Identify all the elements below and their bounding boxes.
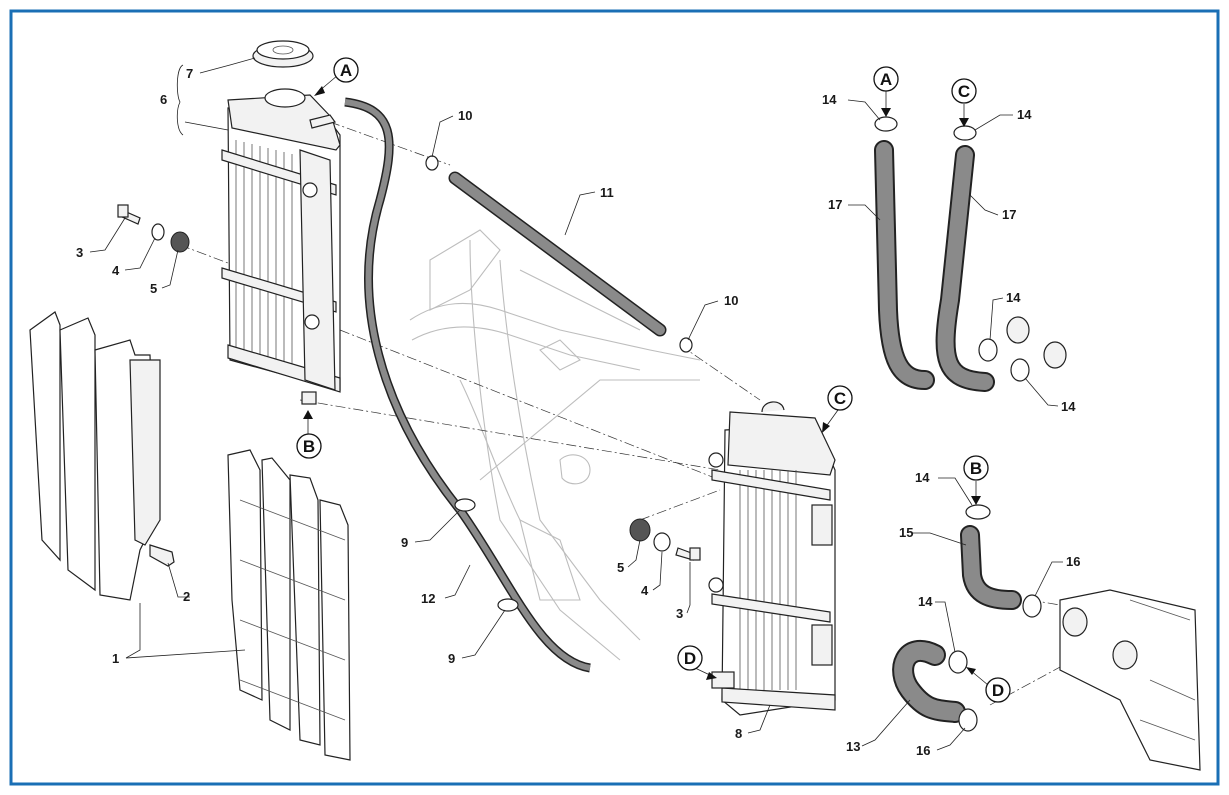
callout-16-upper: 16 xyxy=(1066,554,1080,569)
callout-14-b: 14 xyxy=(915,470,930,485)
grommet-5-right xyxy=(629,518,651,542)
clamp-16-upper xyxy=(1022,594,1042,618)
svg-text:C: C xyxy=(834,389,846,408)
marker-a-radiator: A xyxy=(333,57,359,83)
diagram-border xyxy=(9,9,1220,786)
clamp-14-b xyxy=(965,504,991,520)
marker-b-hose: B xyxy=(963,455,989,481)
clamp-16-lower xyxy=(958,708,978,732)
callout-2: 2 xyxy=(183,589,190,604)
callout-7: 7 xyxy=(186,66,193,81)
marker-b-radiator: B xyxy=(296,433,322,459)
svg-text:C: C xyxy=(958,82,970,101)
clamp-14-a xyxy=(874,116,898,132)
clamp-14-d xyxy=(948,650,968,674)
washer-4-left xyxy=(151,223,165,241)
bolt-3-right xyxy=(675,547,701,561)
callout-labels: 7 6 3 4 5 2 1 10 11 10 9 12 9 5 4 3 8 14… xyxy=(76,66,1080,758)
washer-4-right xyxy=(653,532,671,552)
callout-4-right: 4 xyxy=(641,583,649,598)
bolt-3-left xyxy=(117,204,141,225)
svg-text:D: D xyxy=(684,649,696,668)
svg-text:B: B xyxy=(970,459,982,478)
callout-10-lower: 10 xyxy=(724,293,738,308)
callout-16-lower: 16 xyxy=(916,743,930,758)
leader-lines xyxy=(89,57,1063,751)
screw-2 xyxy=(149,544,175,567)
clamp-14-mid-lower xyxy=(1010,358,1030,382)
fitting-stubs-upper xyxy=(1006,316,1067,369)
radiator-shroud xyxy=(29,311,161,601)
clamp-10-lower xyxy=(679,337,693,353)
callout-11: 11 xyxy=(600,185,614,200)
marker-d-radiator: D xyxy=(677,645,703,671)
marker-c-hose: C xyxy=(951,78,977,104)
callout-5-left: 5 xyxy=(150,281,157,296)
marker-arrows xyxy=(303,74,989,686)
svg-text:A: A xyxy=(340,61,352,80)
frame-outline xyxy=(409,229,701,661)
callout-14-mid-lower: 14 xyxy=(1061,399,1076,414)
callout-3-left: 3 xyxy=(76,245,83,260)
right-radiator xyxy=(708,401,836,716)
radiator-cap xyxy=(252,40,314,68)
svg-text:B: B xyxy=(303,437,315,456)
svg-text:D: D xyxy=(992,681,1004,700)
clamp-10-upper xyxy=(425,155,439,171)
callout-6: 6 xyxy=(160,92,167,107)
callout-15: 15 xyxy=(899,525,913,540)
callout-5-right: 5 xyxy=(617,560,624,575)
callout-10-upper: 10 xyxy=(458,108,472,123)
marker-a-hose: A xyxy=(873,66,899,92)
callout-9-lower: 9 xyxy=(448,651,455,666)
callout-4-left: 4 xyxy=(112,263,120,278)
callout-8: 8 xyxy=(735,726,742,741)
grommet-5-left xyxy=(170,231,190,253)
callout-3-right: 3 xyxy=(676,606,683,621)
clamp-14-mid-upper xyxy=(978,338,998,362)
callout-12: 12 xyxy=(421,591,435,606)
callout-17-right: 17 xyxy=(1002,207,1016,222)
callout-14-a: 14 xyxy=(822,92,837,107)
callout-1: 1 xyxy=(112,651,119,666)
cable-tie-9-lower xyxy=(497,598,519,612)
cable-tie-9-upper xyxy=(454,498,476,512)
callout-14-mid-upper: 14 xyxy=(1006,290,1021,305)
callout-14-d: 14 xyxy=(918,594,933,609)
clamp-14-c xyxy=(953,125,977,141)
marker-d-hose: D xyxy=(985,677,1011,703)
marker-c-radiator: C xyxy=(827,385,853,411)
callout-17-left: 17 xyxy=(828,197,842,212)
callout-14-c: 14 xyxy=(1017,107,1032,122)
callout-9-upper: 9 xyxy=(401,535,408,550)
engine-fragment xyxy=(1059,589,1201,771)
left-radiator xyxy=(221,88,341,405)
radiator-grill xyxy=(227,449,351,761)
callout-13: 13 xyxy=(846,739,860,754)
svg-text:A: A xyxy=(880,70,892,89)
